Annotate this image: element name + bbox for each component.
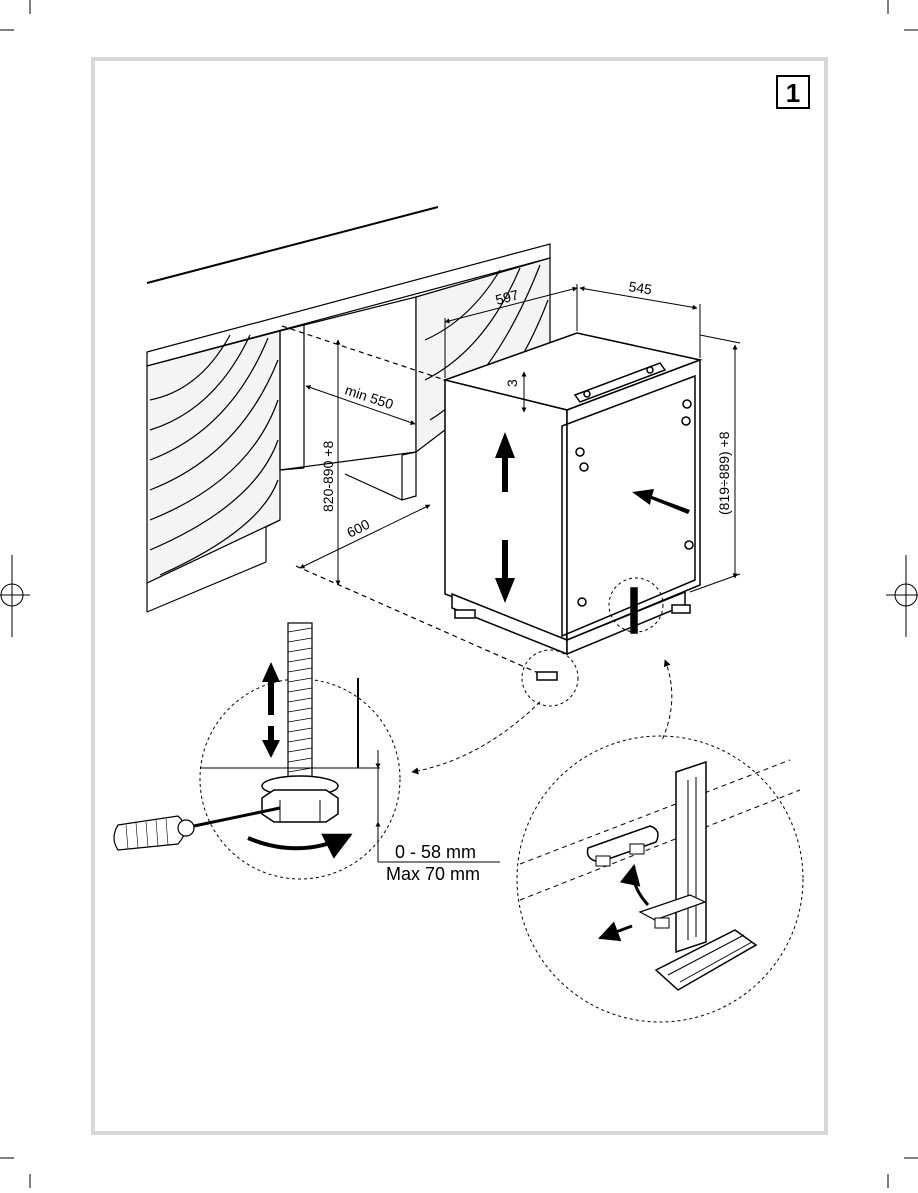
dim-depth-label: 545 (628, 278, 654, 297)
foot-range-label: 0 - 58 mm (395, 842, 476, 862)
dim-niche-width-label: 600 (344, 516, 372, 541)
move-arrows (495, 432, 690, 603)
registration-mark-right (886, 555, 918, 637)
appliance-body (442, 332, 703, 681)
dim-gap-top-label: 3 (504, 379, 520, 387)
callout-markers (411, 577, 673, 775)
registration-mark-left (0, 555, 30, 637)
page-frame (91, 57, 828, 1135)
door-bracket-detail (516, 735, 804, 1023)
foot-adjustment-detail (113, 622, 500, 880)
dim-width-label: 597 (494, 286, 521, 308)
dim-niche-height-label: 820-890 +8 (320, 441, 336, 512)
figure-number: 1 (786, 78, 800, 108)
foot-max-label: Max 70 mm (386, 864, 480, 884)
dim-appliance-height-label: (819÷889) +8 (716, 431, 732, 515)
dimension-lines (299, 284, 741, 593)
figure-number-box: 1 (776, 75, 810, 109)
